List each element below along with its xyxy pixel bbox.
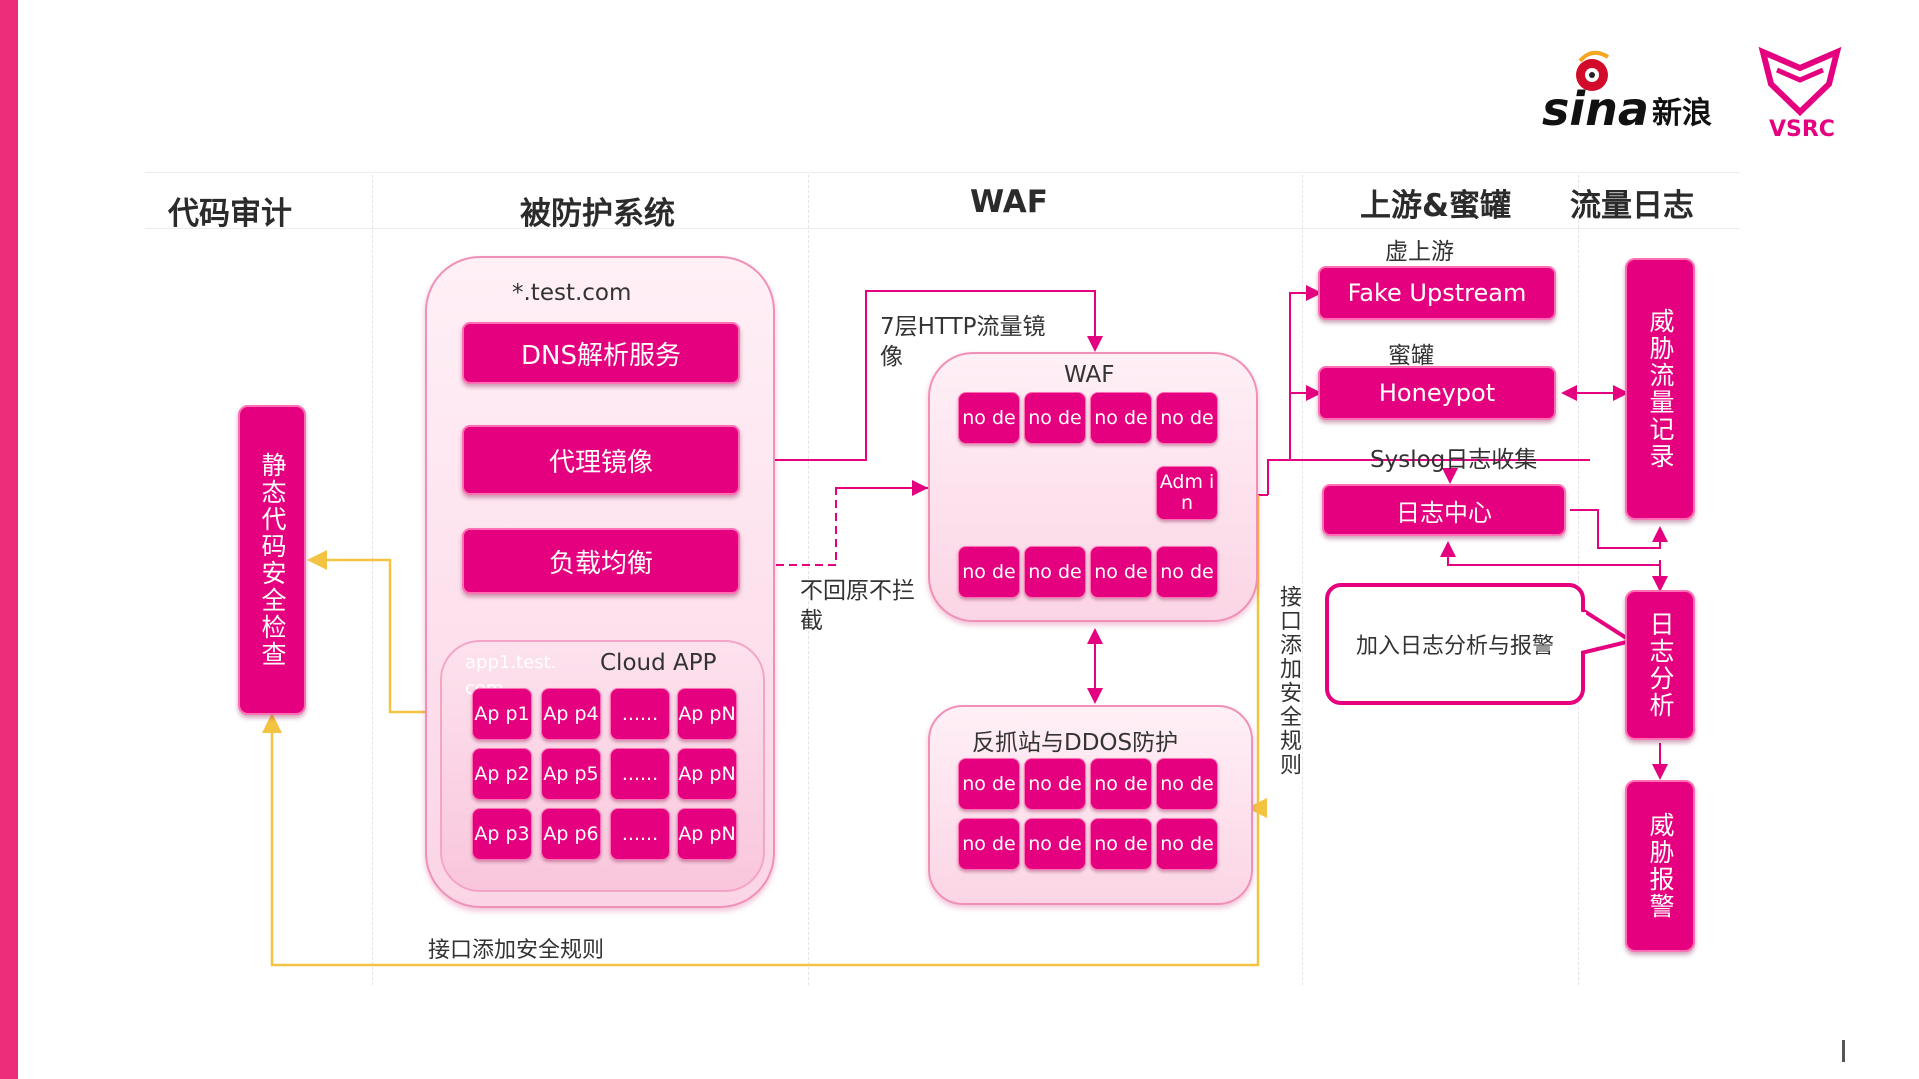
waf-node: no de xyxy=(1090,546,1152,598)
analysis-callout: 加入日志分析与报警 xyxy=(1325,583,1637,705)
waf-admin-node: Adm in xyxy=(1156,466,1218,520)
app-node: Ap pN xyxy=(677,688,737,740)
waf-node: no de xyxy=(958,392,1020,444)
column-title-upstream-honeypot: 上游&蜜罐 xyxy=(1360,188,1512,224)
waf-node: no de xyxy=(1156,546,1218,598)
proxy-mirror-box: 代理镜像 xyxy=(462,425,740,495)
app-node: Ap p6 xyxy=(541,808,601,860)
static-code-check-box: 静态代码安全检查 xyxy=(238,405,306,715)
waf-node: no de xyxy=(958,546,1020,598)
app-node: Ap p2 xyxy=(472,748,532,800)
threat-traffic-record-box: 威胁流量记录 xyxy=(1625,258,1695,520)
waf-node: no de xyxy=(1090,392,1152,444)
header-divider xyxy=(145,172,1740,173)
column-divider xyxy=(372,175,373,985)
static-code-check-label: 静态代码安全检查 xyxy=(258,452,287,668)
log-center-box: 日志中心 xyxy=(1322,484,1566,536)
app-node: Ap p5 xyxy=(541,748,601,800)
ddos-box-title: 反抓站与DDOS防护 xyxy=(972,730,1179,756)
app-node: Ap p4 xyxy=(541,688,601,740)
waf-node: no de xyxy=(1024,546,1086,598)
log-analysis-box: 日志分析 xyxy=(1625,590,1695,740)
column-divider xyxy=(1578,175,1579,985)
app-node: Ap pN xyxy=(677,748,737,800)
dns-box: DNS解析服务 xyxy=(462,322,740,384)
threat-traffic-record-label: 威胁流量记录 xyxy=(1646,308,1675,470)
ddos-node: no de xyxy=(1156,758,1218,810)
app-node-ellipsis: ...... xyxy=(610,748,670,800)
api-rules-bottom-label: 接口添加安全规则 xyxy=(428,938,605,963)
threat-alarm-box: 威胁报警 xyxy=(1625,780,1695,952)
log-analysis-label: 日志分析 xyxy=(1646,611,1675,719)
ddos-node: no de xyxy=(1090,818,1152,870)
left-accent-bar xyxy=(0,0,18,1079)
column-divider xyxy=(808,175,809,985)
api-rules-vertical-label: 接口添加安全规则 xyxy=(1276,585,1301,777)
domain-label: *.test.com xyxy=(512,280,632,306)
app-node-ellipsis: ...... xyxy=(610,808,670,860)
honeypot-box: Honeypot xyxy=(1318,366,1556,420)
column-title-waf: WAF xyxy=(970,184,1048,220)
column-title-protected-system: 被防护系统 xyxy=(520,196,675,232)
column-title-code-audit: 代码审计 xyxy=(168,196,292,232)
corner-mark xyxy=(1842,1040,1845,1062)
column-divider xyxy=(1302,175,1303,985)
fake-upstream-box: Fake Upstream xyxy=(1318,266,1556,320)
ddos-node: no de xyxy=(958,818,1020,870)
svg-text:新浪: 新浪 xyxy=(1652,96,1712,131)
sina-logo: sina 新浪 xyxy=(1540,45,1730,136)
waf-box-title: WAF xyxy=(1064,362,1115,388)
syslog-label: Syslog日志收集 xyxy=(1370,447,1538,473)
ddos-node: no de xyxy=(1024,818,1086,870)
no-return-label: 不回原不拦截 xyxy=(800,578,915,634)
load-balancer-box: 负载均衡 xyxy=(462,528,740,594)
honeypot-cn-label: 蜜罐 xyxy=(1388,343,1434,369)
cloud-app-title: Cloud APP xyxy=(600,650,717,676)
vsrc-logo: VSRC xyxy=(1755,40,1845,142)
waf-node: no de xyxy=(1156,392,1218,444)
threat-alarm-label: 威胁报警 xyxy=(1646,812,1675,920)
ddos-node: no de xyxy=(958,758,1020,810)
header-divider-2 xyxy=(145,228,1740,229)
http-mirror-label: 7层HTTP流量镜像 xyxy=(880,314,1046,370)
app-node-ellipsis: ...... xyxy=(610,688,670,740)
app-node: Ap pN xyxy=(677,808,737,860)
column-title-traffic-log: 流量日志 xyxy=(1570,188,1694,224)
app-node: Ap p1 xyxy=(472,688,532,740)
app-node: Ap p3 xyxy=(472,808,532,860)
analysis-callout-text: 加入日志分析与报警 xyxy=(1355,634,1554,659)
ddos-node: no de xyxy=(1156,818,1218,870)
waf-node: no de xyxy=(1024,392,1086,444)
virtual-upstream-label: 虚上游 xyxy=(1385,239,1454,265)
svg-text:sina: sina xyxy=(1542,82,1649,135)
ddos-node: no de xyxy=(1090,758,1152,810)
svg-text:VSRC: VSRC xyxy=(1769,117,1835,140)
analysis-callout-body: 加入日志分析与报警 xyxy=(1325,583,1585,705)
ddos-node: no de xyxy=(1024,758,1086,810)
